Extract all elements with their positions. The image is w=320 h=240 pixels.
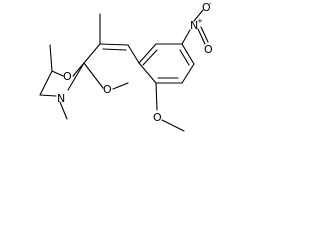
bond-c4a-c5-double <box>142 49 158 66</box>
bond-methoxy-o-methyl <box>161 119 185 132</box>
bond-c5-methyl <box>49 44 53 72</box>
bond-c4-c4a <box>127 44 140 64</box>
bond-c4a-c5 <box>138 43 157 64</box>
bond-c7-c8 <box>181 63 195 84</box>
nitro-group <box>181 9 209 45</box>
benzene-ring <box>138 43 195 84</box>
bond-c6-nitro <box>181 29 191 45</box>
oxazolidine-ring <box>39 44 85 120</box>
bond-c3-c4-double <box>102 48 127 51</box>
bond-o-spiro <box>83 62 104 89</box>
bond-spiro-n <box>67 62 85 91</box>
bond-nitro-o-bottom-b <box>200 26 209 43</box>
molecule-structure-diagram: O N O N + O - O O <box>39 0 213 132</box>
atom-o-nitro-bottom: O <box>204 43 213 56</box>
nitro-o-charge: - <box>209 0 212 8</box>
bond-c8a-o <box>112 82 129 90</box>
nitro-n-charge: + <box>197 17 203 25</box>
bond-n-methyl <box>59 101 68 120</box>
bond-c4-n <box>39 94 57 97</box>
bond-c5-o <box>51 70 64 77</box>
bond-spiro-c3 <box>83 43 101 64</box>
bond-nitro-o-bottom-a <box>197 28 206 45</box>
atom-o-pyran: O <box>103 83 112 96</box>
atom-o-methoxy: O <box>153 111 162 124</box>
pyran-ring <box>83 13 140 90</box>
atom-n-oxazolidine: N <box>57 92 65 105</box>
atom-n-nitro: N <box>190 19 198 32</box>
atom-o-oxazolidine: O <box>63 70 72 83</box>
bond-c8-methoxy-o <box>155 82 158 111</box>
bond-nitro-o-top <box>193 9 204 22</box>
atom-o-nitro-top: O <box>202 1 211 14</box>
bond-c3-c4 <box>99 43 129 46</box>
bond-c6-c7-double <box>179 49 190 66</box>
bond-c6-c7 <box>181 43 195 65</box>
bond-c8a-c4a <box>138 62 157 84</box>
methoxy-group <box>155 82 185 132</box>
bond-c5-c4 <box>39 70 53 96</box>
